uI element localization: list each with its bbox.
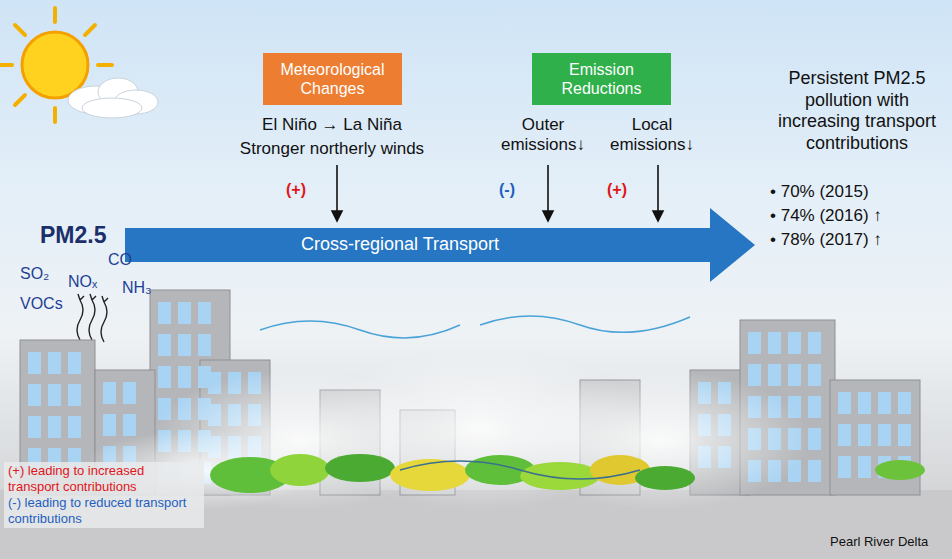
condition-text: Local emissions↓ (602, 115, 702, 156)
node-text: Cross-regional Transport (301, 234, 499, 256)
window (838, 392, 851, 414)
window (748, 364, 761, 386)
pollutant-name: VOCs (20, 294, 80, 313)
emission-wisps (77, 294, 108, 342)
window (788, 364, 801, 386)
window (808, 332, 821, 354)
window (158, 302, 171, 324)
pollutant-name: CO (108, 250, 148, 269)
pollutant-name: NOₓ (68, 272, 118, 291)
window (898, 392, 911, 414)
process-box: Emission Reductions (532, 53, 671, 105)
wind-lines (260, 316, 690, 479)
window (858, 456, 871, 478)
window (48, 416, 61, 438)
legend-patch (4, 462, 204, 528)
condition-text: Stronger northerly winds (212, 139, 452, 159)
window (768, 332, 781, 354)
window (123, 382, 136, 404)
node-text: Emission Reductions (540, 60, 663, 98)
trees (210, 454, 925, 493)
cloud (68, 78, 158, 118)
condition-text: Outer emissions↓ (493, 115, 593, 156)
process-box: Meteorological Changes (263, 53, 402, 105)
window (28, 384, 41, 406)
transport-arrow: Cross-regional Transport (125, 206, 755, 284)
percentage-bullet: • 70% (2015) (770, 182, 945, 202)
legend-note: (-) leading to reduced transport contrib… (8, 495, 193, 526)
region-name: Pearl River Delta (830, 534, 946, 550)
window (768, 364, 781, 386)
window (68, 352, 81, 374)
window (68, 384, 81, 406)
window (198, 302, 211, 324)
window (48, 384, 61, 406)
window (178, 334, 191, 356)
window (198, 334, 211, 356)
window (158, 366, 171, 388)
window (808, 364, 821, 386)
pollutant-name: SO₂ (20, 264, 70, 283)
result-text: Persistent PM2.5 pollution with increasi… (767, 68, 947, 154)
window (878, 424, 891, 446)
window (103, 414, 116, 436)
window (808, 460, 821, 482)
pollutant-name: NH₃ (122, 278, 172, 297)
influence-arrows (332, 165, 663, 221)
window (28, 352, 41, 374)
window (178, 366, 191, 388)
condition-text: El Niño → La Niña (212, 115, 452, 135)
legend-note: (+) leading to increased transport contr… (8, 463, 193, 494)
percentage-bullet: • 78% (2017) ↑ (770, 230, 945, 250)
window (158, 334, 171, 356)
window (838, 456, 851, 478)
effect-sign: (+) (276, 180, 316, 199)
node-text: Meteorological Changes (271, 60, 394, 98)
window (123, 414, 136, 436)
effect-sign: (-) (487, 180, 527, 199)
window (178, 302, 191, 324)
window (788, 332, 801, 354)
window (748, 332, 761, 354)
window (808, 396, 821, 418)
window (878, 392, 891, 414)
window (28, 416, 41, 438)
window (838, 424, 851, 446)
window (858, 392, 871, 414)
percentage-bullet: • 74% (2016) ↑ (770, 206, 945, 226)
window (48, 352, 61, 374)
window (68, 416, 81, 438)
pollutant-title: PM2.5 (40, 222, 130, 250)
window (858, 424, 871, 446)
window (103, 382, 116, 404)
window (898, 424, 911, 446)
arrow-fill (125, 208, 755, 282)
effect-sign: (+) (597, 180, 637, 199)
